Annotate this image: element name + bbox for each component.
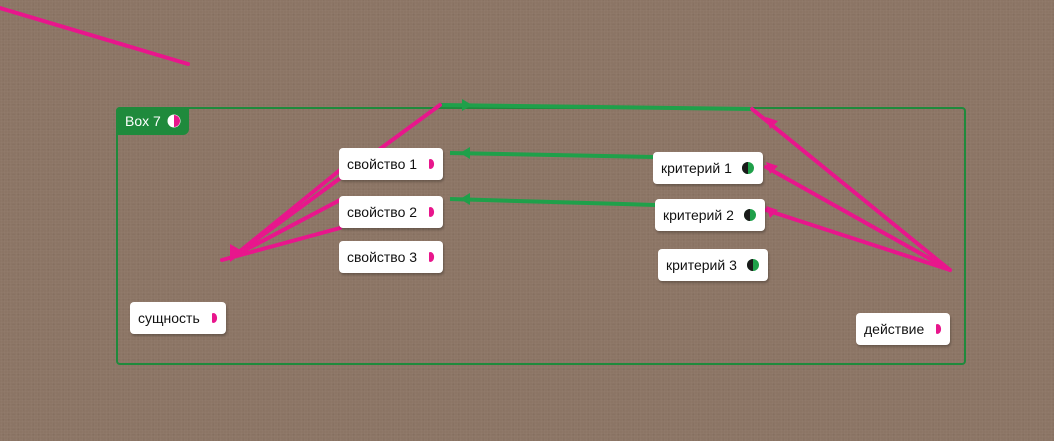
node-label: критерий 1 <box>661 160 732 176</box>
pink-half-dot-icon[interactable] <box>426 206 435 218</box>
dark-green-half-circle-icon[interactable] <box>746 258 760 272</box>
node-property-3[interactable]: свойство 3 <box>339 241 444 273</box>
node-label: сущность <box>138 310 200 326</box>
node-property-1[interactable]: свойство 1 <box>339 148 444 180</box>
box-title: Box 7 <box>125 113 161 129</box>
pink-half-dot-icon[interactable] <box>208 312 218 324</box>
node-criterion-3[interactable]: критерий 3 <box>658 249 768 281</box>
half-circle-icon[interactable] <box>167 114 181 128</box>
node-label: свойство 3 <box>347 249 418 265</box>
node-criterion-1[interactable]: критерий 1 <box>653 152 763 184</box>
pink-half-dot-icon[interactable] <box>933 323 942 335</box>
node-label: критерий 2 <box>663 207 734 223</box>
box-header[interactable]: Box 7 <box>116 107 189 135</box>
node-label: свойство 2 <box>347 204 418 220</box>
edge-stray[interactable] <box>0 6 190 66</box>
dark-green-half-circle-icon[interactable] <box>741 161 755 175</box>
node-label: критерий 3 <box>666 257 737 273</box>
dark-green-half-circle-icon[interactable] <box>743 208 757 222</box>
node-label: свойство 1 <box>347 156 418 172</box>
box-container[interactable] <box>116 107 966 365</box>
node-action[interactable]: действие <box>856 313 951 345</box>
node-entity[interactable]: сущность <box>130 302 226 334</box>
pink-half-dot-icon[interactable] <box>426 251 435 263</box>
node-label: действие <box>864 321 925 337</box>
node-property-2[interactable]: свойство 2 <box>339 196 444 228</box>
node-criterion-2[interactable]: критерий 2 <box>655 199 765 231</box>
pink-half-dot-icon[interactable] <box>426 158 435 170</box>
